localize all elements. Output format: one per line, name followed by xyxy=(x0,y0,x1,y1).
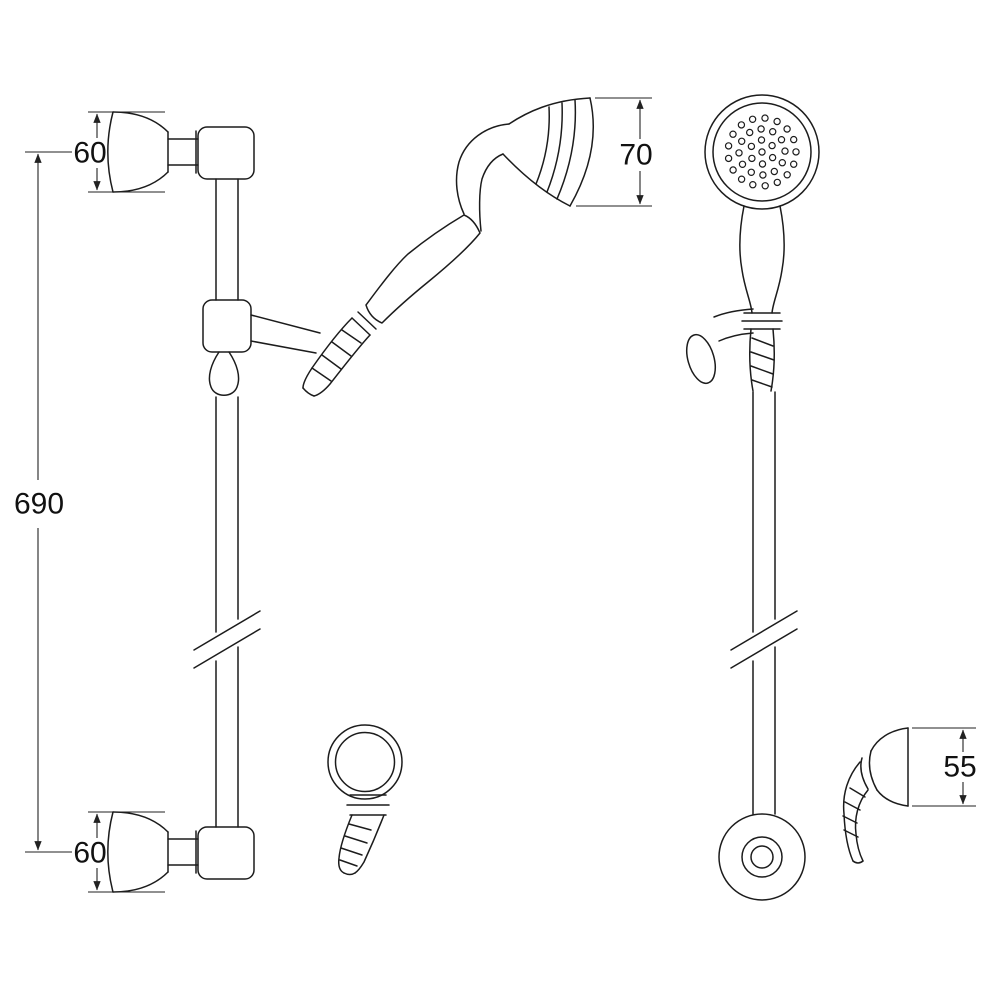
nozzle-dot xyxy=(777,135,786,144)
handset-side xyxy=(302,97,595,397)
dim-label-top-bracket: 60 xyxy=(73,137,106,170)
handset-neck-side xyxy=(455,123,510,232)
nozzle-dot xyxy=(746,128,754,137)
dim-label-rail-length: 690 xyxy=(14,488,64,521)
dim-top-bracket: 60 xyxy=(73,111,165,193)
nozzle-dot xyxy=(748,154,756,163)
nozzle-dot xyxy=(758,148,766,156)
cradle-arm-side xyxy=(250,314,321,354)
lever-knob-front xyxy=(685,333,717,385)
nozzle-dot xyxy=(768,153,777,162)
handset-handle-side xyxy=(365,214,481,324)
slide-rail-side xyxy=(193,178,261,828)
rail-break-marks xyxy=(193,610,261,669)
nozzle-dot xyxy=(759,171,767,179)
nozzle-dot xyxy=(747,168,756,176)
rail-collar-bottom xyxy=(197,826,255,880)
nozzle-dot xyxy=(773,178,782,187)
nozzle-dot xyxy=(769,127,777,136)
nozzle-dot xyxy=(761,182,769,190)
nozzle-dot xyxy=(761,114,769,122)
slider-bracket-side xyxy=(202,299,321,396)
dimension-annotations: 60 690 60 70 55 xyxy=(14,97,977,893)
outlet-flange-ring xyxy=(327,724,403,800)
nozzle-dot xyxy=(737,175,746,183)
wall-outlet-face-view xyxy=(327,724,403,876)
nozzle-dot xyxy=(781,147,789,155)
front-view xyxy=(685,94,909,901)
spray-nozzle-dots xyxy=(724,114,800,190)
handset-handle-front xyxy=(739,205,785,330)
nozzle-dot xyxy=(770,167,779,176)
nozzle-dot xyxy=(790,135,798,144)
rail-break-marks-front xyxy=(730,610,798,669)
nozzle-dot xyxy=(768,141,776,150)
wall-outlet-elbow xyxy=(842,727,909,864)
nozzle-dot xyxy=(758,160,767,168)
nozzle-dot xyxy=(783,171,791,179)
dim-outlet-elbow: 55 xyxy=(912,727,977,807)
nozzle-dot xyxy=(724,154,733,163)
nozzle-dot xyxy=(749,180,757,189)
nozzle-dot xyxy=(773,117,781,126)
lever-knob-side xyxy=(208,351,240,396)
nozzle-dot xyxy=(747,142,756,151)
nozzle-dot xyxy=(783,125,791,133)
nozzle-dot xyxy=(729,130,737,138)
nozzle-dot xyxy=(778,158,787,167)
nozzle-dot xyxy=(757,125,765,133)
nozzle-dot xyxy=(792,148,800,156)
handset-head-side xyxy=(502,97,595,207)
dim-label-handset-head: 70 xyxy=(619,139,652,172)
dim-label-outlet-elbow: 55 xyxy=(943,751,976,784)
nozzle-dot xyxy=(737,121,746,129)
wall-bracket-bottom xyxy=(107,811,255,893)
rail-collar-top xyxy=(197,126,255,180)
handset-head-front xyxy=(704,94,820,210)
nozzle-dot xyxy=(757,136,766,144)
slider-lever-front xyxy=(685,308,754,385)
slide-rail-front xyxy=(730,391,798,815)
nozzle-dot xyxy=(735,149,743,157)
nozzle-dot xyxy=(724,142,733,150)
nozzle-dot xyxy=(729,166,737,174)
dim-bottom-bracket: 60 xyxy=(73,811,165,893)
dim-handset-head: 70 xyxy=(576,97,653,207)
wall-flange-front xyxy=(718,813,806,901)
nozzle-dot xyxy=(738,160,747,168)
dim-label-bottom-bracket: 60 xyxy=(73,837,106,870)
nozzle-dot xyxy=(748,115,757,124)
wall-bracket-top xyxy=(107,111,255,193)
side-view xyxy=(107,97,595,893)
hose-front xyxy=(748,328,776,392)
dim-rail-length: 690 xyxy=(14,151,72,853)
hose-connector-side xyxy=(302,311,377,397)
nozzle-dot xyxy=(790,160,798,168)
nozzle-dot xyxy=(738,137,746,145)
